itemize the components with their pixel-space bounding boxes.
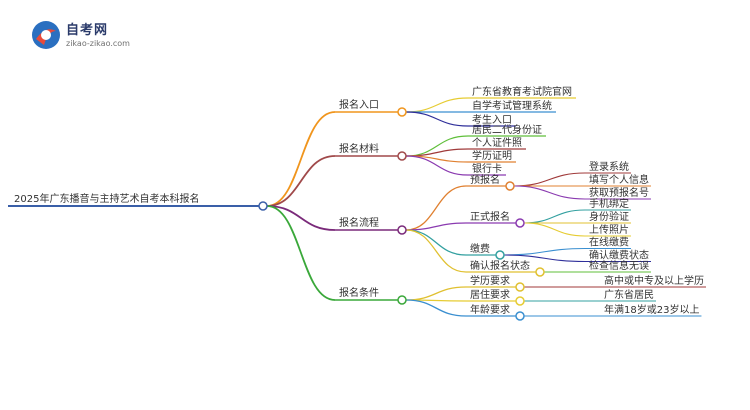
branch-edge-2 [266, 205, 336, 231]
sub-node-2-3 [535, 267, 545, 277]
branch-edge-3 [266, 205, 336, 301]
branch-node-1 [397, 151, 407, 161]
branch-edge-0 [266, 111, 336, 207]
sub-node-2-1 [515, 218, 525, 228]
sub-leaf-label-2-1-0: 手机绑定 [589, 197, 629, 210]
sub-leaf-label-2-2-0: 在线缴费 [589, 236, 629, 249]
sub-edge-2-3 [405, 229, 467, 273]
branch-node-3 [397, 295, 407, 305]
sub-label-2-2: 缴费 [470, 242, 490, 255]
branch-node-0 [397, 107, 407, 117]
sub-label-2-1: 正式报名 [470, 210, 510, 223]
sub-node-3-0 [515, 282, 525, 292]
branch-label-1: 报名材料 [339, 142, 379, 155]
leaf-label-1-0: 居民二代身份证 [472, 123, 542, 136]
sub-leaf-label-2-1-2: 上传照片 [589, 223, 629, 236]
sub-edge-2-0 [405, 185, 467, 231]
sub-node-3-2 [515, 311, 525, 321]
mind-map-edges [8, 97, 706, 317]
branch-node-2 [397, 225, 407, 235]
leaf-edge-1-3 [405, 155, 469, 176]
sub-leaf-edge-2-1-2 [523, 222, 586, 237]
sub-leaf-edge-2-2-0 [503, 247, 586, 256]
leaf-label-1-3: 银行卡 [472, 162, 502, 175]
sub-leaf-label-2-0-1: 填写个人信息 [589, 173, 649, 186]
sub-edge-3-0 [405, 286, 467, 301]
leaf-label-0-1: 自学考试管理系统 [472, 99, 552, 112]
leaf-label-1-2: 学历证明 [472, 149, 512, 162]
leaf-edge-0-0 [405, 97, 469, 113]
sub-leaf-edge-2-0-2 [513, 185, 586, 200]
root-node [258, 201, 268, 211]
leaf-label-1-1: 个人证件照 [472, 137, 522, 149]
sub-label-2-3: 确认报名状态 [470, 259, 530, 272]
sub-leaf-label-3-0-0: 高中或中专及以上学历 [604, 274, 704, 287]
sub-node-2-2 [495, 250, 505, 260]
logo-title: 自考网 [66, 23, 109, 38]
branch-label-3: 报名条件 [339, 286, 379, 299]
sub-leaf-edge-2-1-0 [523, 209, 586, 224]
sub-leaf-label-2-0-0: 登录系统 [589, 160, 629, 173]
sub-leaf-edge-2-0-0 [513, 172, 586, 187]
logo: 自考网 zikao-zikao.com [30, 17, 150, 57]
sub-leaf-label-3-1-0: 广东省居民 [604, 288, 654, 301]
leaf-label-0-0: 广东省教育考试院官网 [472, 85, 572, 98]
sub-label-3-0: 学历要求 [470, 274, 510, 287]
sub-node-2-0 [505, 181, 515, 191]
sub-leaf-label-2-1-1: 身份验证 [589, 210, 629, 223]
sub-leaf-label-2-0-2: 获取预报名号 [589, 186, 649, 199]
sub-node-3-1 [515, 296, 525, 306]
mind-map-nodes: 2025年广东播音与主持艺术自考本科报名 报名入口 广东省教育考试院官网自学考试管理… [14, 85, 704, 321]
sub-label-3-1: 居住要求 [470, 288, 510, 301]
sub-edge-3-2 [405, 299, 467, 317]
logo-url: zikao-zikao.com [66, 39, 130, 48]
sub-leaf-label-2-2-1: 确认缴费状态 [589, 249, 649, 262]
sub-label-2-0: 预报名 [470, 173, 500, 186]
leaf-edge-0-2 [405, 111, 469, 127]
branch-label-0: 报名入口 [339, 98, 379, 111]
leaf-label-0-2: 考生入口 [472, 113, 512, 126]
sub-edge-2-1 [405, 222, 467, 231]
sub-leaf-label-3-2-0: 年满18岁或23岁以上 [604, 303, 699, 316]
sub-leaf-edge-2-2-1 [503, 254, 586, 263]
root-label: 2025年广东播音与主持艺术自考本科报名 [14, 192, 199, 205]
sub-label-3-2: 年龄要求 [470, 303, 510, 316]
logo-icon [32, 21, 60, 49]
branch-label-2: 报名流程 [339, 216, 379, 229]
sub-leaf-label-2-3-0: 检查信息无误 [589, 259, 649, 272]
branch-edge-1 [266, 155, 336, 207]
